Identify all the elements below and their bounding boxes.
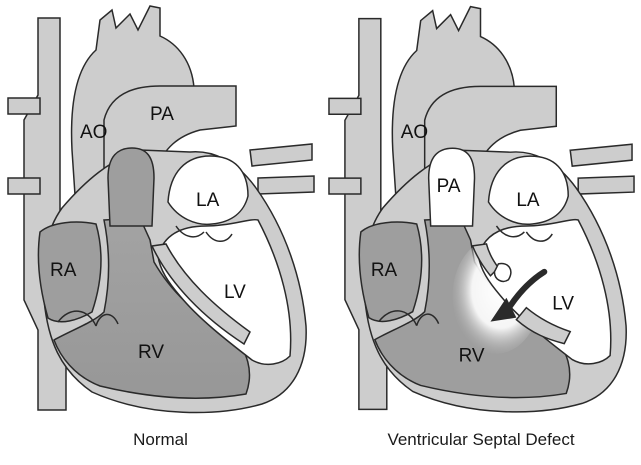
pulmonary-vein-lower-left <box>8 178 40 194</box>
pulmonary-vein-lower-right <box>258 176 314 194</box>
pulmonary-vein-upper-left <box>329 98 361 114</box>
vsd-heart-diagram: AO PA LA RA LV RV <box>321 0 641 425</box>
pulmonary-vein-lower-right <box>578 176 634 194</box>
label-ra: RA <box>50 260 77 281</box>
label-la: LA <box>196 190 220 211</box>
label-lv: LV <box>552 294 574 315</box>
label-pa: PA <box>150 104 174 125</box>
label-ao: AO <box>401 122 428 143</box>
pulmonary-vein-lower-left <box>329 178 361 194</box>
label-rv: RV <box>459 346 485 367</box>
label-ao: AO <box>80 122 107 143</box>
label-ra: RA <box>371 260 398 281</box>
normal-heart-diagram: AO PA LA RA LV RV <box>0 0 321 425</box>
label-pa: PA <box>437 176 461 197</box>
caption-normal: Normal <box>0 430 321 450</box>
pulmonary-vein-upper-left <box>8 98 40 114</box>
label-lv: LV <box>224 282 246 303</box>
pulmonary-vein-upper-right <box>250 144 312 166</box>
label-la: LA <box>516 190 540 211</box>
label-rv: RV <box>138 342 164 363</box>
caption-vsd: Ventricular Septal Defect <box>321 430 641 450</box>
septal-defect-flap <box>494 264 510 282</box>
rv-outflow-tract <box>108 148 154 226</box>
pulmonary-vein-upper-right <box>570 144 632 166</box>
